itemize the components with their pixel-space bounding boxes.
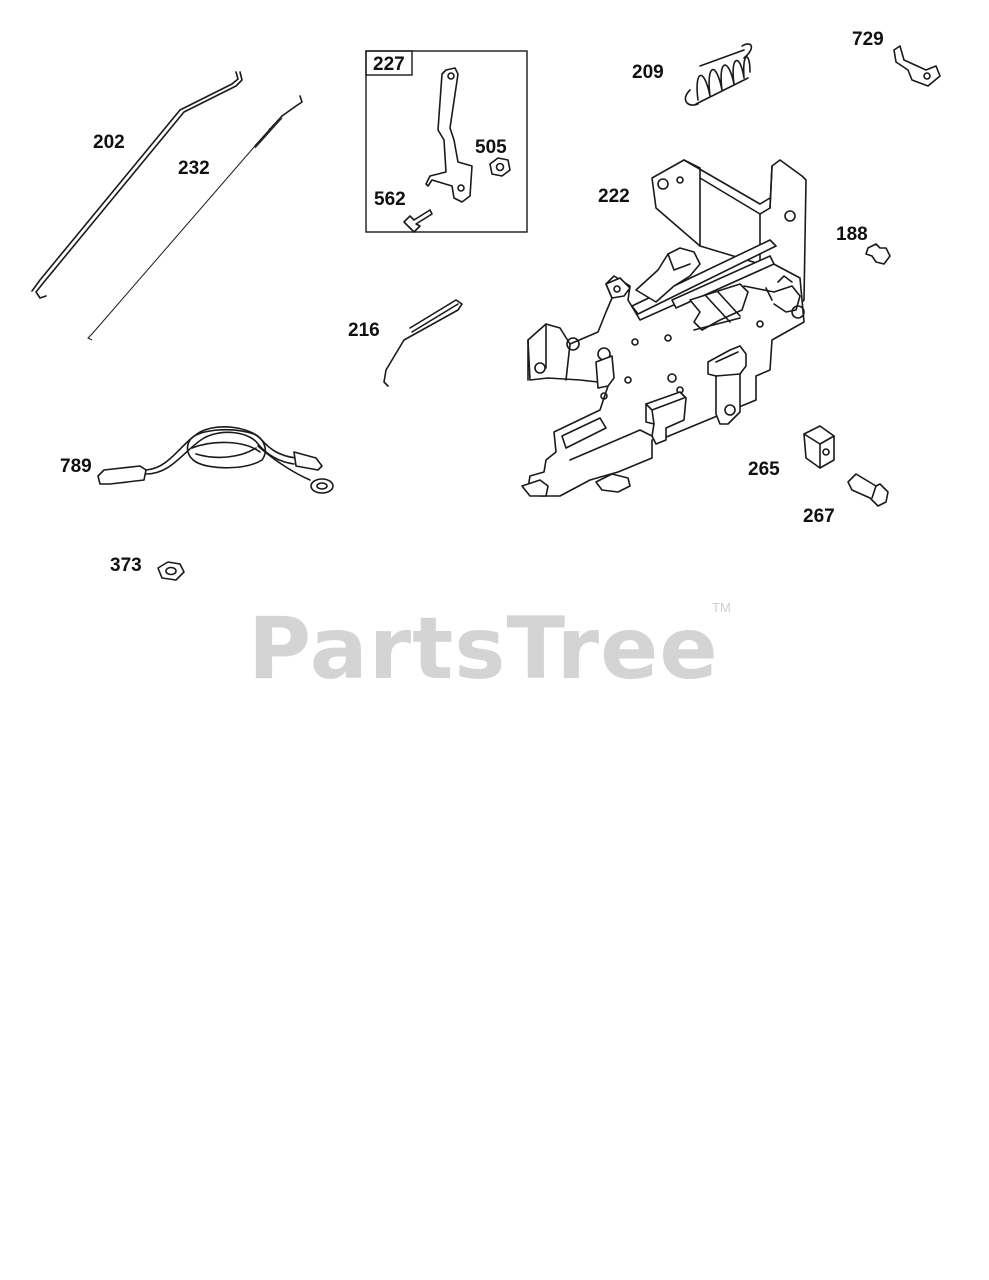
part-232-spring-link[interactable] <box>87 95 303 341</box>
watermark-text: PartsTree <box>248 599 719 699</box>
part-188-bolt[interactable] <box>865 243 891 265</box>
part-789-ground-wire[interactable] <box>97 426 334 494</box>
callout-265: 265 <box>748 459 780 480</box>
callout-373: 373 <box>110 555 142 576</box>
part-216-wire-link[interactable] <box>383 299 463 387</box>
watermark-trademark: TM <box>712 600 731 615</box>
callout-267: 267 <box>803 506 835 527</box>
part-202-link-rod[interactable] <box>31 71 243 299</box>
callout-227: 227 <box>373 54 405 75</box>
callout-188: 188 <box>836 224 868 245</box>
callout-232: 232 <box>178 158 210 179</box>
part-209-extension-spring[interactable] <box>684 43 753 106</box>
callout-505: 505 <box>475 137 507 158</box>
part-267-bolt[interactable] <box>847 473 889 507</box>
part-729-clip[interactable] <box>893 45 941 87</box>
callout-222: 222 <box>598 186 630 207</box>
part-373-hex-nut[interactable] <box>157 561 185 581</box>
part-227-lever-box[interactable] <box>365 50 528 233</box>
callout-216: 216 <box>348 320 380 341</box>
callout-202: 202 <box>93 132 125 153</box>
part-265-clip[interactable] <box>803 425 835 469</box>
callout-789: 789 <box>60 456 92 477</box>
callout-729: 729 <box>852 29 884 50</box>
callout-562: 562 <box>374 189 406 210</box>
part-222-control-bracket[interactable] <box>521 159 807 497</box>
callout-209: 209 <box>632 62 664 83</box>
